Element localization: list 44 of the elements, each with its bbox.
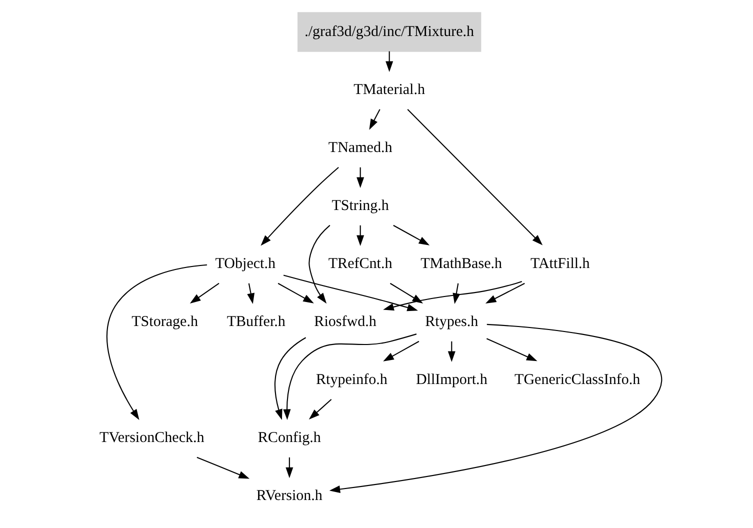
node-text: TAttFill.h bbox=[530, 256, 590, 272]
arrow bbox=[356, 225, 364, 246]
arrow bbox=[484, 282, 524, 304]
node-text: TMaterial.h bbox=[353, 82, 425, 98]
node-text: TBuffer.h bbox=[226, 314, 285, 330]
arrow bbox=[285, 457, 293, 478]
arrow bbox=[382, 280, 522, 311]
arrow bbox=[106, 264, 207, 420]
node-text: TString.h bbox=[331, 198, 388, 214]
arrow bbox=[282, 334, 416, 420]
arrow bbox=[368, 109, 380, 130]
node-text: TGenericClassInfo.h bbox=[514, 372, 640, 388]
arrow bbox=[406, 109, 542, 246]
arrow bbox=[246, 283, 254, 304]
arrow bbox=[447, 341, 455, 362]
node-text: DllImport.h bbox=[415, 372, 487, 388]
node-text: Riosfwd.h bbox=[314, 314, 376, 330]
arrow bbox=[356, 167, 364, 188]
arrow bbox=[274, 337, 306, 420]
node-text: TNamed.h bbox=[328, 140, 392, 156]
arrow bbox=[382, 340, 419, 362]
arrow bbox=[389, 282, 423, 304]
arrow bbox=[308, 399, 332, 420]
arrow bbox=[392, 224, 430, 246]
node-text: TRefCnt.h bbox=[328, 256, 392, 272]
arrow bbox=[486, 338, 537, 362]
arrow bbox=[282, 274, 418, 312]
node-text: TObject.h bbox=[214, 256, 276, 272]
arrow bbox=[308, 224, 330, 304]
node-text: TVersionCheck.h bbox=[99, 430, 204, 446]
node-text: Rtypes.h bbox=[424, 314, 478, 330]
arrow bbox=[452, 283, 460, 304]
node-text: Rtypeinfo.h bbox=[316, 372, 387, 388]
node-box: ./graf3d/g3d/inc/TMixture.h bbox=[296, 12, 481, 52]
node-text: TMathBase.h bbox=[420, 256, 502, 272]
arrow bbox=[260, 167, 338, 246]
arrow bbox=[328, 324, 662, 493]
node-text: RConfig.h bbox=[257, 430, 320, 446]
arrow bbox=[196, 456, 250, 479]
arrow bbox=[385, 51, 393, 72]
arrow bbox=[189, 282, 219, 304]
node-text: TStorage.h bbox=[131, 314, 198, 330]
arrow bbox=[277, 282, 314, 304]
node-text: RVersion.h bbox=[256, 488, 322, 504]
